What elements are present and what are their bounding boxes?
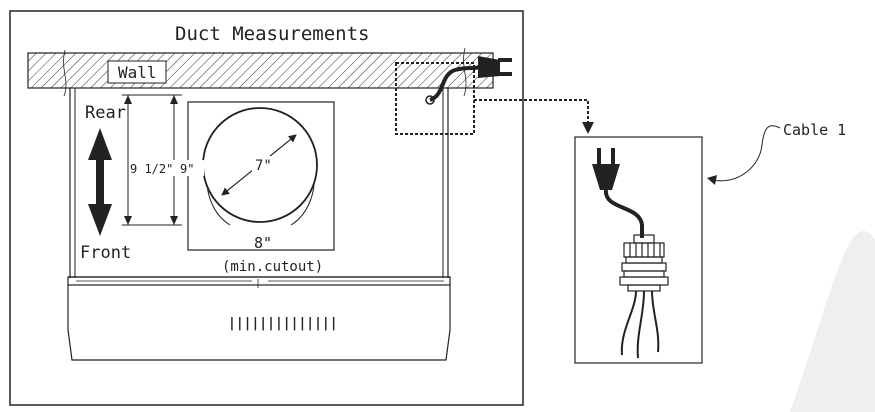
depth-label-bg xyxy=(130,160,204,176)
cable-label: Cable 1 xyxy=(783,121,846,139)
wire-3 xyxy=(651,290,660,353)
depth-arrow-up-right xyxy=(170,95,178,104)
front-label: Front xyxy=(80,243,131,263)
detail-cable xyxy=(604,189,644,238)
depth-label: 9 1/2" xyxy=(130,162,173,176)
wall-break-mark-left xyxy=(63,49,67,97)
wire-2 xyxy=(636,290,645,359)
wall-section xyxy=(27,52,494,89)
detail-connector-arrow xyxy=(582,122,594,134)
cabinet-front-panel xyxy=(67,285,451,361)
wall-label: Wall xyxy=(118,63,157,82)
wire-1 xyxy=(620,290,637,356)
detail-plug-icon xyxy=(592,148,620,190)
depth-arrow-up-left xyxy=(124,95,132,104)
depth-arrow-down-left xyxy=(124,216,132,225)
front-rear-double-arrow xyxy=(88,128,112,236)
background-swoosh xyxy=(790,231,875,412)
diameter-label-bg xyxy=(252,156,274,172)
cable-callout-arrow xyxy=(707,175,717,185)
detail-connector-line xyxy=(474,99,589,128)
diameter-label: 7" xyxy=(255,158,272,174)
cable-callout-line xyxy=(711,125,781,182)
cable-gland-icon xyxy=(619,234,669,292)
plug-cable xyxy=(429,64,482,102)
width-label: 8" xyxy=(254,234,272,252)
diagram-title: Duct Measurements xyxy=(175,23,369,45)
wall-label-box xyxy=(107,60,167,84)
depth-label-suffix: 9" xyxy=(180,162,194,176)
plug-icon xyxy=(478,56,512,78)
depth-arrow-down-right xyxy=(170,216,178,225)
grille-vents: |||||||||||||| xyxy=(228,316,338,331)
min-cutout-label: (min.cutout) xyxy=(222,259,323,275)
cabinet-bottom-rail xyxy=(67,276,451,286)
plug-detail-box xyxy=(395,62,475,135)
cable-detail-panel xyxy=(574,136,703,364)
wall-break-mark-right xyxy=(463,47,467,97)
diagram-frame xyxy=(9,10,524,406)
rear-label: Rear xyxy=(85,103,126,123)
